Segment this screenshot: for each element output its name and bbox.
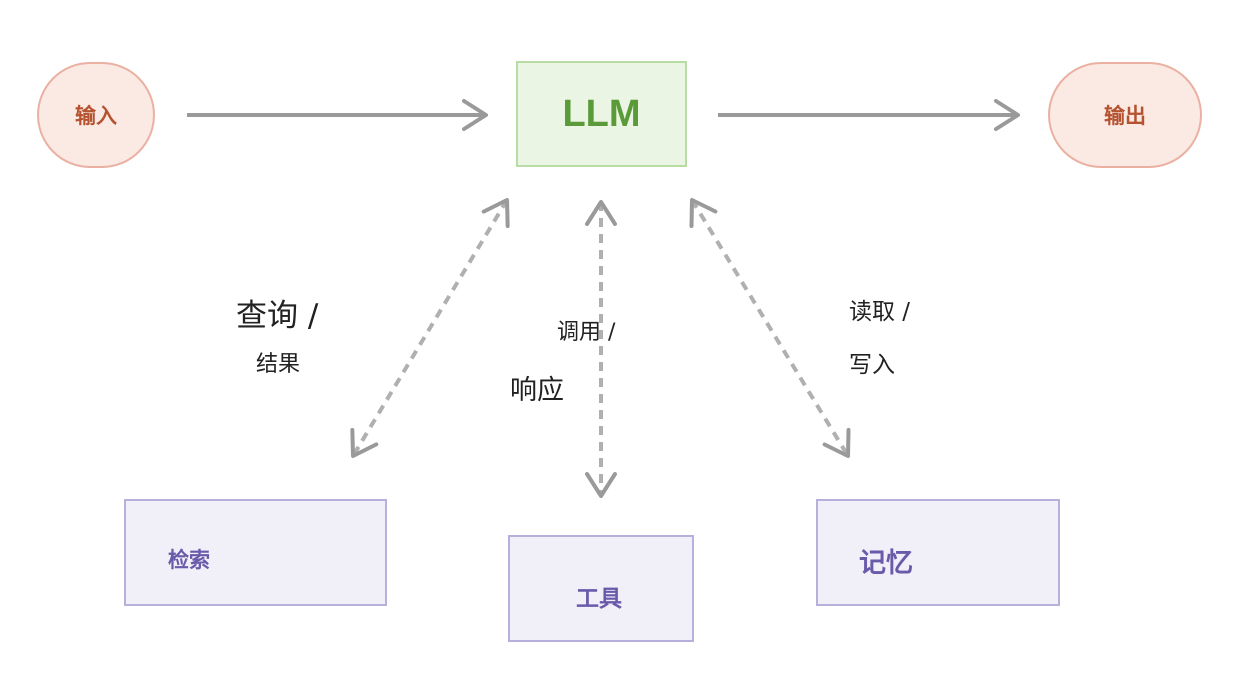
- llm-node: LLM: [516, 61, 687, 167]
- memory-edge-label-line1: 读取 /: [849, 299, 911, 325]
- arrow-llm-retrieval: [350, 198, 510, 458]
- memory-node-label: 记忆: [859, 548, 913, 579]
- tools-edge-label-line1: 调用 /: [557, 320, 616, 345]
- retrieval-edge-label-line1: 查询 /: [236, 298, 319, 334]
- input-node-label: 输入: [75, 104, 117, 128]
- tools-node: 工具: [508, 535, 694, 642]
- memory-node: 记忆: [816, 499, 1060, 606]
- memory-edge-label-line2: 写入: [849, 352, 895, 378]
- arrow-llm-memory: [689, 198, 851, 458]
- retrieval-node-label: 检索: [168, 548, 210, 572]
- output-node: 输出: [1048, 62, 1202, 168]
- retrieval-edge-label-line2: 结果: [256, 352, 301, 377]
- retrieval-node: 检索: [124, 499, 387, 606]
- output-node-label: 输出: [1104, 104, 1146, 128]
- llm-node-label: LLM: [562, 92, 641, 135]
- tools-node-label: 工具: [576, 586, 622, 612]
- tools-edge-label-line2: 响应: [510, 375, 564, 406]
- input-node: 输入: [37, 62, 155, 168]
